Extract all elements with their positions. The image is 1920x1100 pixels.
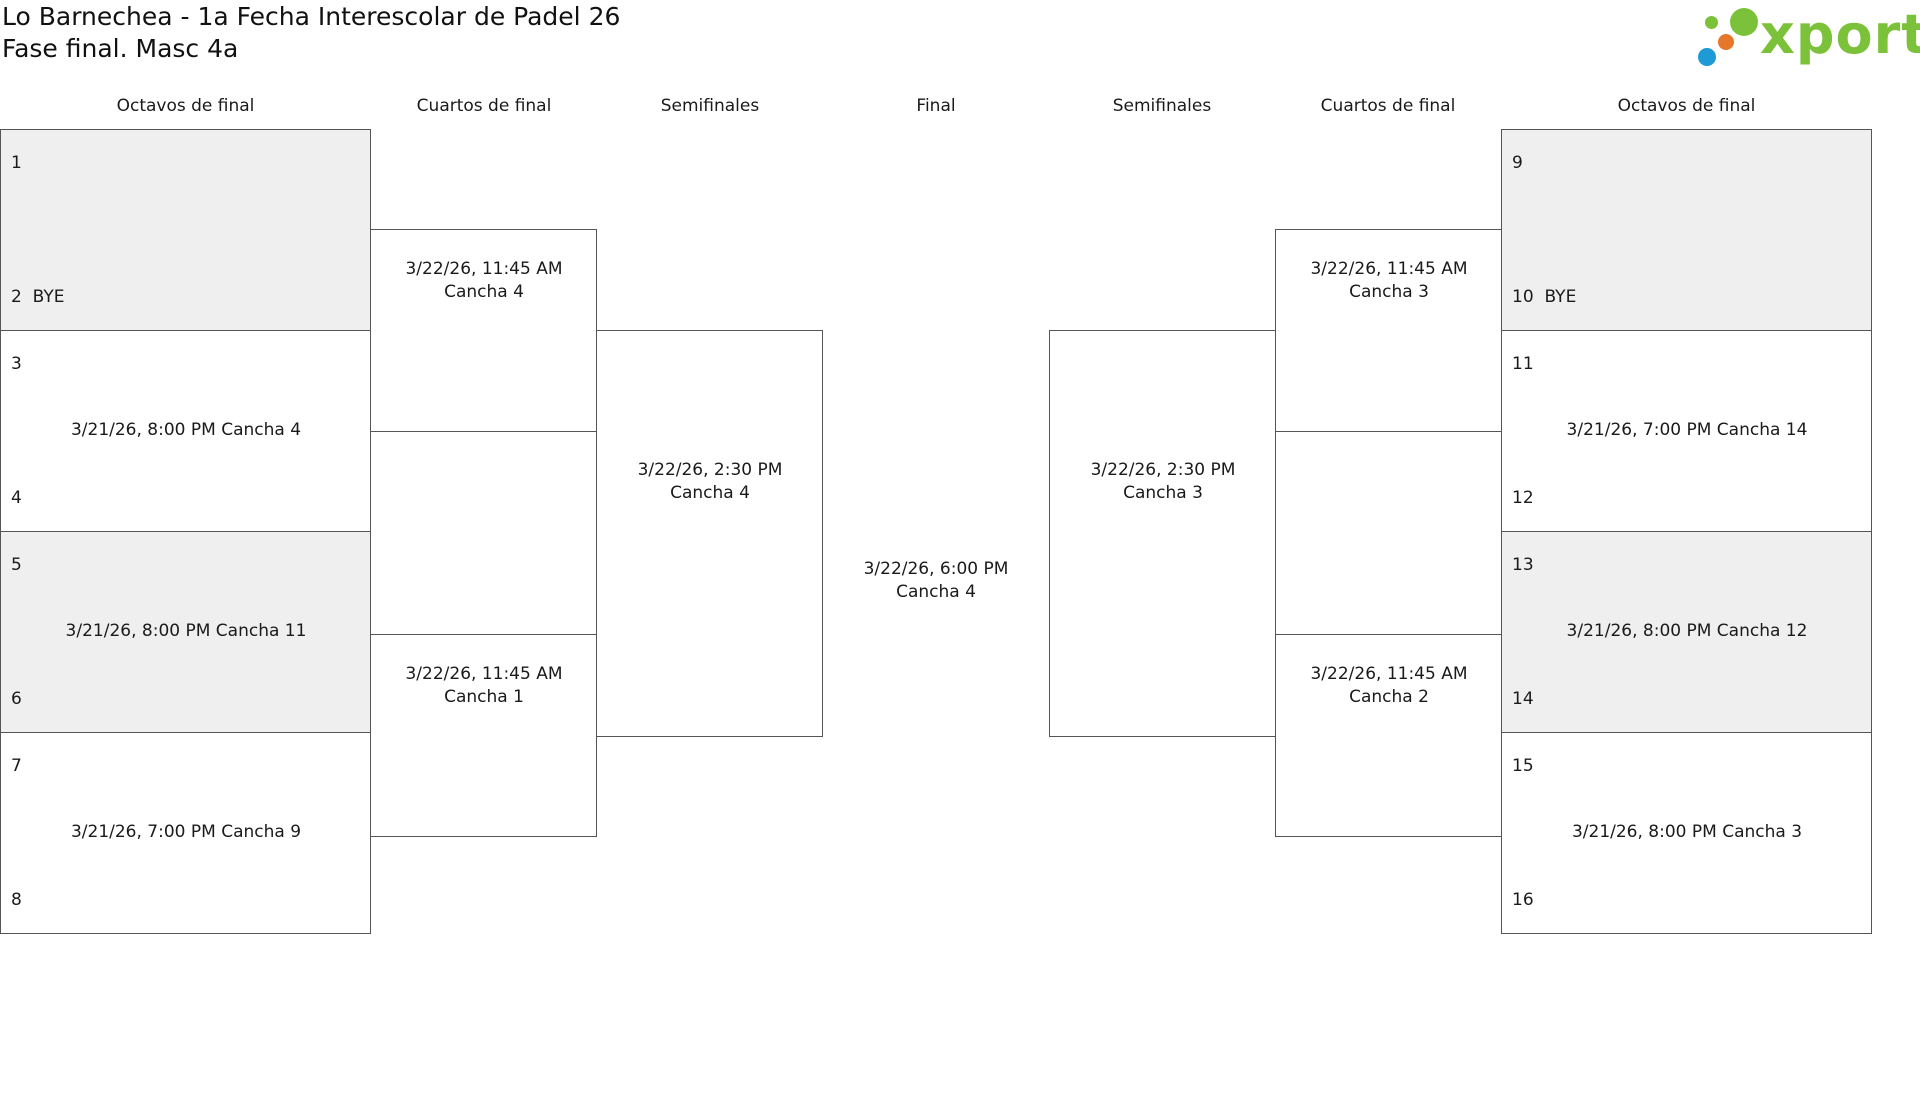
qf-right-match-1[interactable]: 3/22/26, 11:45 AM Cancha 3: [1275, 229, 1502, 432]
match-court: Cancha 4: [670, 483, 750, 503]
match-info: 3/21/26, 8:00 PM Cancha 3: [1571, 822, 1803, 842]
seed-number: 11: [1512, 354, 1534, 374]
seed-number: 3: [11, 354, 22, 374]
r16-right-match-2[interactable]: 11 3/21/26, 7:00 PM Cancha 14 12: [1501, 330, 1872, 532]
match-date: 3/22/26, 11:45 AM: [1310, 664, 1468, 684]
seed-number: 16: [1512, 890, 1534, 910]
seed-number: 6: [11, 689, 22, 709]
logo-wordmark: xporty: [1760, 3, 1920, 66]
seed-number: 4: [11, 488, 22, 508]
r16-right-match-3[interactable]: 13 3/21/26, 8:00 PM Cancha 12 14: [1501, 531, 1872, 733]
seed-number: 14: [1512, 689, 1534, 709]
match-court: Cancha 3: [1349, 282, 1429, 302]
seed-number: 10 BYE: [1512, 287, 1577, 307]
final-match[interactable]: 3/22/26, 6:00 PM Cancha 4: [823, 558, 1049, 608]
column-header-semis-right: Semifinales: [1112, 96, 1212, 116]
match-date: 3/22/26, 6:00 PM: [863, 559, 1009, 579]
seed-number: 1: [11, 153, 22, 173]
match-info: 3/21/26, 7:00 PM Cancha 14: [1566, 420, 1808, 440]
match-info: 3/21/26, 8:00 PM Cancha 12: [1566, 621, 1808, 641]
match-info: 3/21/26, 8:00 PM Cancha 11: [65, 621, 307, 641]
logo-dot-green-large: [1730, 8, 1758, 36]
match-court: Cancha 1: [444, 687, 524, 707]
column-header-cuartos-left: Cuartos de final: [416, 96, 552, 116]
logo-dot-blue: [1698, 48, 1716, 66]
r16-left-match-1[interactable]: 1 2 BYE: [0, 129, 371, 331]
match-date: 3/22/26, 11:45 AM: [1310, 259, 1468, 279]
match-info: 3/21/26, 8:00 PM Cancha 4: [70, 420, 302, 440]
logo-dot-green-small: [1705, 16, 1718, 29]
match-info: 3/21/26, 7:00 PM Cancha 9: [70, 822, 302, 842]
seed-number: 7: [11, 756, 22, 776]
r16-left-match-3[interactable]: 5 3/21/26, 8:00 PM Cancha 11 6: [0, 531, 371, 733]
match-court: Cancha 4: [444, 282, 524, 302]
qf-left-match-1[interactable]: 3/22/26, 11:45 AM Cancha 4: [370, 229, 597, 432]
seed-number: 9: [1512, 153, 1523, 173]
column-header-octavos-left: Octavos de final: [116, 96, 255, 116]
seed-number: 12: [1512, 488, 1534, 508]
r16-right-match-4[interactable]: 15 3/21/26, 8:00 PM Cancha 3 16: [1501, 732, 1872, 934]
logo-dot-orange: [1718, 34, 1734, 50]
seed-number: 2 BYE: [11, 287, 65, 307]
xporty-logo[interactable]: xporty: [1690, 3, 1920, 70]
column-header-octavos-right: Octavos de final: [1617, 96, 1756, 116]
seed-number: 15: [1512, 756, 1534, 776]
column-header-semis-left: Semifinales: [660, 96, 760, 116]
match-date: 3/22/26, 11:45 AM: [405, 259, 563, 279]
r16-left-match-4[interactable]: 7 3/21/26, 7:00 PM Cancha 9 8: [0, 732, 371, 934]
bye-label: BYE: [1544, 287, 1577, 307]
match-court: Cancha 3: [1123, 483, 1203, 503]
page-title: Lo Barnechea - 1a Fecha Interescolar de …: [2, 2, 621, 31]
page-subtitle: Fase final. Masc 4a: [2, 34, 239, 63]
sf-left-match[interactable]: 3/22/26, 2:30 PM Cancha 4: [596, 330, 823, 737]
seed-number: 8: [11, 890, 22, 910]
match-date: 3/22/26, 2:30 PM: [1090, 460, 1236, 480]
sf-right-match[interactable]: 3/22/26, 2:30 PM Cancha 3: [1049, 330, 1276, 737]
qf-left-match-2[interactable]: 3/22/26, 11:45 AM Cancha 1: [370, 634, 597, 837]
bye-label: BYE: [32, 287, 65, 307]
match-date: 3/22/26, 2:30 PM: [637, 460, 783, 480]
r16-right-match-1[interactable]: 9 10 BYE: [1501, 129, 1872, 331]
column-header-final: Final: [916, 96, 956, 116]
qf-right-match-2[interactable]: 3/22/26, 11:45 AM Cancha 2: [1275, 634, 1502, 837]
seed-number: 5: [11, 555, 22, 575]
column-header-cuartos-right: Cuartos de final: [1320, 96, 1456, 116]
match-court: Cancha 2: [1349, 687, 1429, 707]
seed-number: 13: [1512, 555, 1534, 575]
match-date: 3/22/26, 11:45 AM: [405, 664, 563, 684]
match-court: Cancha 4: [896, 582, 976, 602]
r16-left-match-2[interactable]: 3 3/21/26, 8:00 PM Cancha 4 4: [0, 330, 371, 532]
